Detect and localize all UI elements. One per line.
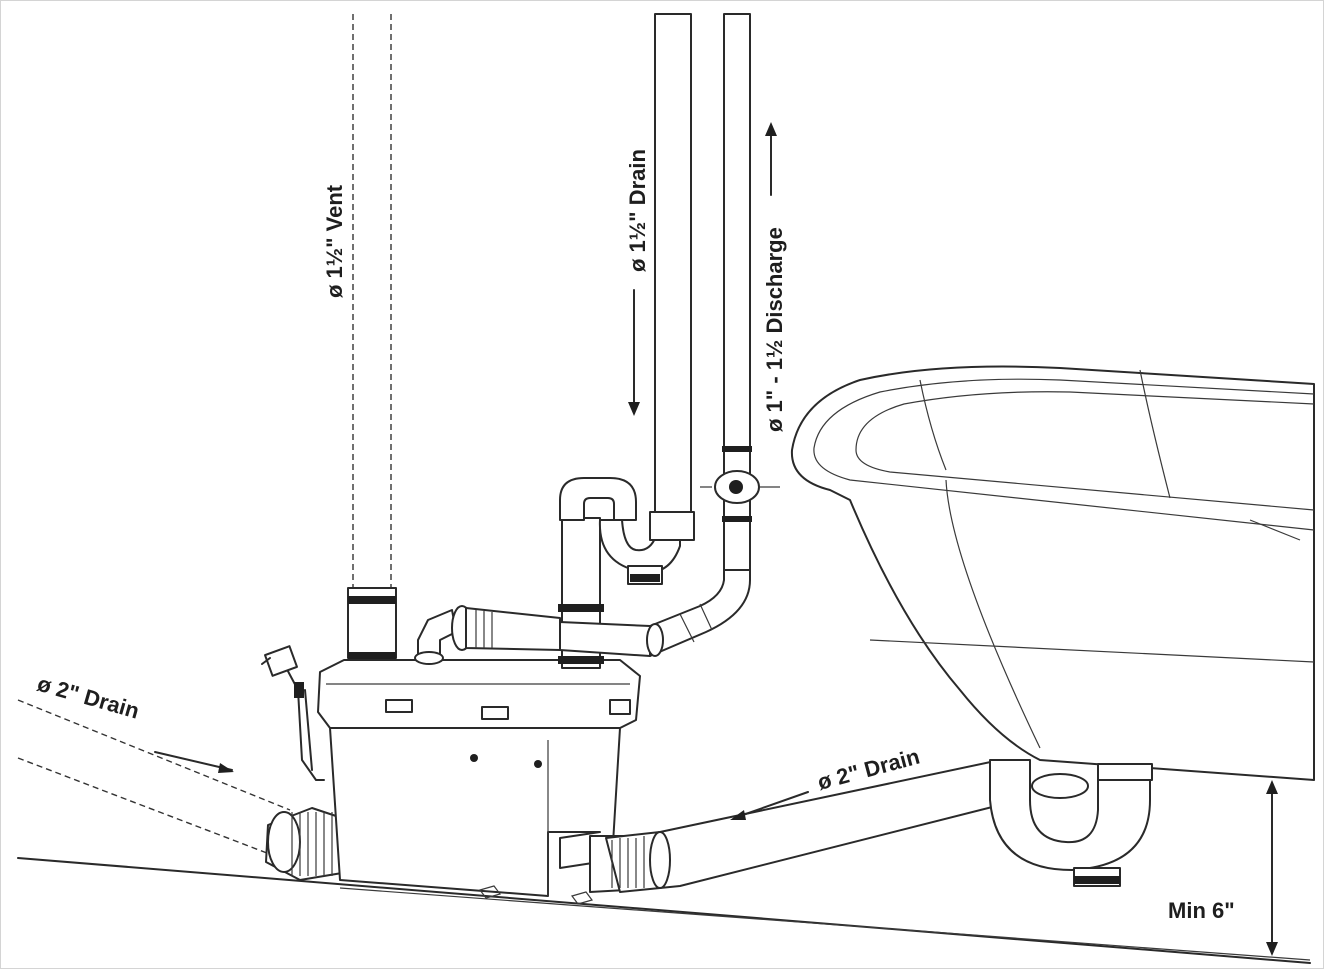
discharge-pipe <box>559 13 780 657</box>
left-inlet-coupling <box>265 807 349 881</box>
top-elbow <box>414 605 561 665</box>
power-cord <box>261 645 325 781</box>
upper-drain-pipe <box>628 13 695 541</box>
discharge-label: ø 1" - 1½ Discharge <box>762 227 787 432</box>
vent-label: ø 1½" Vent <box>322 184 347 298</box>
drain-left-label: ø 2" Drain <box>35 671 142 724</box>
bathtub <box>790 365 1315 781</box>
floor <box>17 857 1311 964</box>
drain-upper-label: ø 1½" Drain <box>625 149 650 272</box>
tub-drain-pipe <box>589 759 1013 893</box>
tub-trap <box>989 759 1153 887</box>
min-height-dimension <box>1266 780 1278 956</box>
vent-pipe <box>347 14 397 660</box>
pump-unit <box>317 659 641 905</box>
left-drain-pipe <box>17 699 291 859</box>
min-height-label: Min 6" <box>1168 898 1235 923</box>
